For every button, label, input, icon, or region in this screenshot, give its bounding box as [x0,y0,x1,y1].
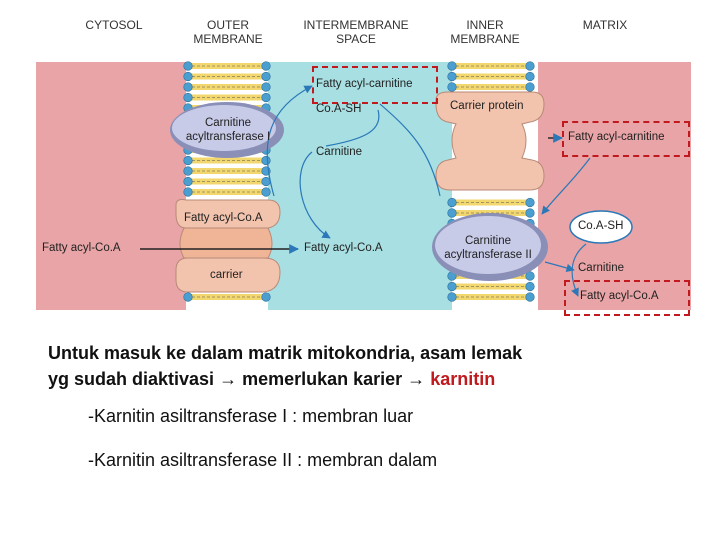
header-cytosol: CYTOSOL [85,18,143,32]
label-carnitine-matrix: Carnitine [578,262,625,274]
highlight-fatty-acyl-carnitine-ims [312,66,438,104]
header-outer-membrane: OUTER MEMBRANE [193,18,263,46]
label-cat2: Carnitine acyltransferase II [444,235,532,261]
lipid-head [261,61,271,71]
lipid-head [525,197,535,208]
bullet-rest: : membran luar [287,406,414,426]
label-cat1: Carnitine acyltransferase I [185,117,271,143]
label-fatty-acyl-carnitine-ims: Fatty acyl-carnitine [316,78,413,90]
caption-line-2-text-b: memerlukan karier [237,369,408,389]
lipid-head [525,271,535,281]
lipid-head [261,292,271,302]
arrow-cat2-to-carnitine-matrix [544,261,575,273]
label-coa-sh-ims: Co.A-SH [316,103,362,115]
bullet-item-1: -Karnitin asiltransferase I : membran lu… [88,406,413,427]
lipid-head [525,281,535,292]
label-coa-sh-matrix: Co.A-SH [578,220,624,232]
cat1-enzyme-inner [172,105,276,151]
matrix-region [538,62,691,310]
lipid-head [183,187,193,197]
header-matrix: MATRIX [582,18,628,32]
caption: Untuk masuk ke dalam matrik mitokondria,… [48,340,522,392]
header-intermembrane-space: INTERMEMBRANE SPACE [303,18,409,46]
label-carnitine-ims: Carnitine [316,146,363,158]
outer-carrier-protein-top [175,199,281,229]
lipid-head [447,61,457,71]
lipid-head [447,197,457,208]
lipid-head [183,155,193,166]
lipid-head [525,82,535,92]
label-fatty-acyl-coa-cytosol: Fatty acyl-Co.A [42,242,121,254]
lipid-head [183,176,193,187]
coa-sh-matrix-ellipse [569,210,633,244]
cytosol-region [36,62,186,310]
inner-carrier-protein [435,91,545,191]
lipid-head [261,187,271,197]
header-inner-membrane: INNER MEMBRANE [450,18,520,46]
lipid-head [525,61,535,71]
lipid-head [261,176,271,187]
highlight-fatty-acyl-coa-matrix [564,280,690,316]
lipid-head [447,208,457,218]
lipid-head [525,208,535,218]
lipid-head [525,292,535,302]
lipid-head [447,71,457,82]
bullet-name: Karnitin asiltransferase II [94,450,293,470]
lipid-head [183,92,193,103]
bullet-name: Karnitin asiltransferase I [94,406,288,426]
lipid-head [447,82,457,92]
lipid-head [261,71,271,82]
label-fatty-acyl-carnitine-matrix: Fatty acyl-carnitine [568,131,665,143]
arrow-right-icon: → [219,369,238,389]
arrow-coa-sh-release [325,109,380,147]
bullet-item-2: -Karnitin asiltransferase II : membran d… [88,450,437,471]
arrow-matrix-carnitine-back [541,157,591,215]
caption-line-1: Untuk masuk ke dalam matrik mitokondria,… [48,343,523,363]
cat2-enzyme-inner [435,216,541,274]
arrow-carnitine-to-fatty-acyl-coa [299,151,331,239]
label-fatty-acyl-coa-ims: Fatty acyl-Co.A [304,242,383,254]
lipid-head [183,82,193,92]
lipid-head [525,71,535,82]
lipid-head [261,92,271,103]
arrow-to-fatty-acyl-carnitine-ims [266,85,313,197]
highlight-fatty-acyl-carnitine-matrix [562,121,690,157]
lipid-head [183,166,193,176]
label-fatty-acyl-coa-matrix: Fatty acyl-Co.A [580,290,659,302]
lipid-head [447,292,457,302]
outer-carrier-protein-mid [179,227,273,259]
label-fatty-acyl-coa-outer: Fatty acyl-Co.A [184,212,263,224]
lipid-head [183,292,193,302]
bullet-dash: - [88,406,94,426]
lipid-head [261,155,271,166]
label-carrier-protein: Carrier protein [450,100,524,112]
caption-line-2: yg sudah diaktivasi → memerlukan karier … [48,366,522,392]
lipid-head [261,82,271,92]
caption-karnitin: karnitin [430,369,496,389]
arrow-carnitine-back-to-ims [379,103,441,197]
bullet-rest: : membran dalam [292,450,438,470]
lipid-head [183,61,193,71]
bullet-dash: - [88,450,94,470]
lipid-head [183,71,193,82]
arrow-right-icon: → [407,369,426,389]
lipid-head [447,281,457,292]
label-carrier: carrier [210,269,243,281]
caption-line-2-text: yg sudah diaktivasi [48,369,220,389]
outer-carrier-protein-bottom [175,257,281,293]
